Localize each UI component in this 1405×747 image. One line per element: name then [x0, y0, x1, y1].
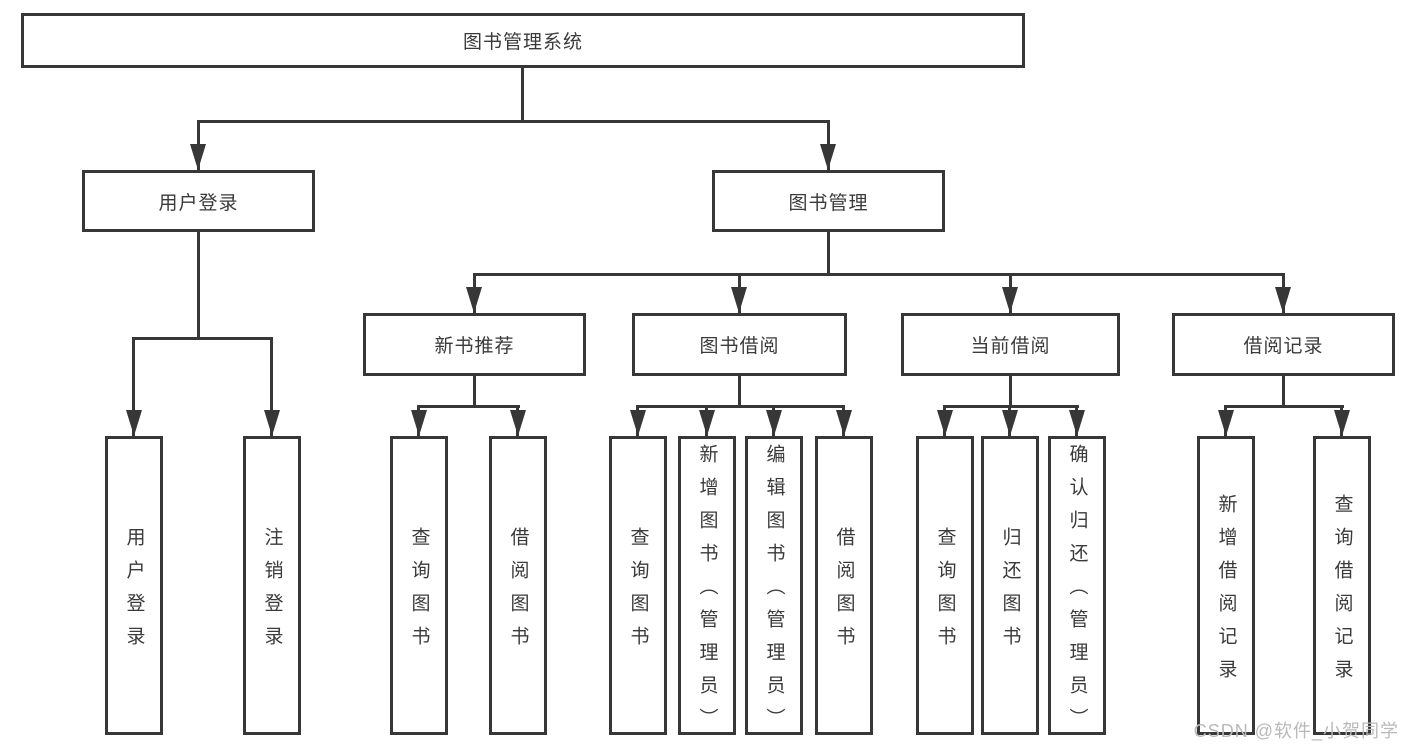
node-book-management: 图书管理: [712, 170, 945, 232]
node-label: 借阅图书: [507, 526, 529, 659]
node-label: 归还图书: [999, 526, 1021, 659]
connector-current-borrow-span: [943, 405, 1079, 408]
arrowhead-icon: [766, 410, 782, 436]
arrowhead-icon: [510, 410, 526, 436]
leaf-return-books: 归还图书: [981, 436, 1039, 735]
arrowhead-icon: [1334, 410, 1350, 436]
csdn-watermark: CSDN @软件_小贺同学: [1193, 721, 1399, 741]
connector-borrow-record-span: [1224, 405, 1344, 408]
connector-root-stub: [521, 68, 524, 120]
node-label: 新增借阅记录: [1215, 493, 1237, 692]
arrowhead-icon: [466, 287, 482, 313]
node-label: 用户登录: [158, 192, 239, 214]
connector-book-borrow-span: [636, 405, 845, 408]
connector-new-book-span: [417, 405, 520, 408]
leaf-query-books-recommend: 查询图书: [390, 436, 448, 735]
connector-user-login-span: [132, 337, 273, 340]
connector-root-span: [197, 120, 830, 123]
arrowhead-icon: [836, 410, 852, 436]
leaf-borrow-books: 借阅图书: [815, 436, 873, 735]
arrowhead-icon: [190, 144, 206, 170]
connector-drop-logout: [270, 337, 273, 436]
arrowhead-icon: [820, 144, 836, 170]
arrowhead-icon: [937, 410, 953, 436]
node-label: 查询图书: [627, 526, 649, 659]
leaf-query-borrow-record: 查询借阅记录: [1313, 436, 1371, 735]
arrowhead-icon: [411, 410, 427, 436]
connector-current-borrow-stub: [1009, 375, 1012, 405]
node-user-login: 用户登录: [82, 170, 315, 232]
node-label: 新书推荐: [434, 336, 515, 357]
arrowhead-icon: [264, 410, 280, 436]
connector-new-book-stub: [473, 375, 476, 405]
leaf-add-borrow-record: 新增借阅记录: [1197, 436, 1255, 735]
node-borrowing-records: 借阅记录: [1172, 313, 1395, 376]
leaf-add-books-admin: 新增图书（管理员）: [678, 436, 736, 741]
arrowhead-icon: [1218, 410, 1234, 436]
node-label: 编辑图书（管理员）: [763, 444, 785, 741]
node-library-management-system: 图书管理系统: [21, 13, 1025, 68]
connector-user-login-stub: [197, 232, 200, 337]
arrowhead-icon: [630, 410, 646, 436]
connector-borrow-record-stub: [1282, 375, 1285, 405]
connector-book-mgmt-span: [473, 273, 1285, 276]
arrowhead-icon: [699, 410, 715, 436]
node-label: 当前借阅: [970, 336, 1051, 357]
leaf-logout: 注销登录: [243, 436, 301, 735]
arrowhead-icon: [126, 410, 142, 436]
connector-book-mgmt-stub: [827, 232, 830, 273]
arrowhead-icon: [1002, 287, 1018, 313]
node-current-borrowing: 当前借阅: [901, 313, 1120, 376]
node-label: 图书借阅: [699, 336, 780, 357]
leaf-borrow-books-recommend: 借阅图书: [489, 436, 547, 735]
connector-drop-login: [132, 337, 135, 436]
node-new-book-recommend: 新书推荐: [363, 313, 586, 376]
arrowhead-icon: [1275, 287, 1291, 313]
node-label: 图书管理系统: [462, 32, 583, 53]
node-label: 确认归还（管理员）: [1066, 444, 1088, 741]
node-label: 图书管理: [788, 192, 869, 214]
node-label: 查询图书: [408, 526, 430, 659]
node-label: 用户登录: [123, 526, 145, 659]
node-label: 注销登录: [261, 526, 283, 659]
leaf-user-login: 用户登录: [105, 436, 163, 735]
node-label: 查询图书: [934, 526, 956, 659]
node-label: 借阅记录: [1243, 336, 1324, 357]
node-label: 查询借阅记录: [1331, 493, 1353, 692]
leaf-confirm-return-admin: 确认归还（管理员）: [1048, 436, 1106, 741]
leaf-query-books-current: 查询图书: [916, 436, 974, 735]
arrowhead-icon: [1069, 410, 1085, 436]
node-book-borrowing: 图书借阅: [632, 313, 847, 376]
arrowhead-icon: [731, 287, 747, 313]
node-label: 借阅图书: [833, 526, 855, 659]
node-label: 新增图书（管理员）: [696, 444, 718, 741]
connector-book-borrow-stub: [738, 375, 741, 405]
leaf-edit-books-admin: 编辑图书（管理员）: [745, 436, 803, 741]
arrowhead-icon: [1002, 410, 1018, 436]
leaf-query-books-borrowing: 查询图书: [609, 436, 667, 735]
